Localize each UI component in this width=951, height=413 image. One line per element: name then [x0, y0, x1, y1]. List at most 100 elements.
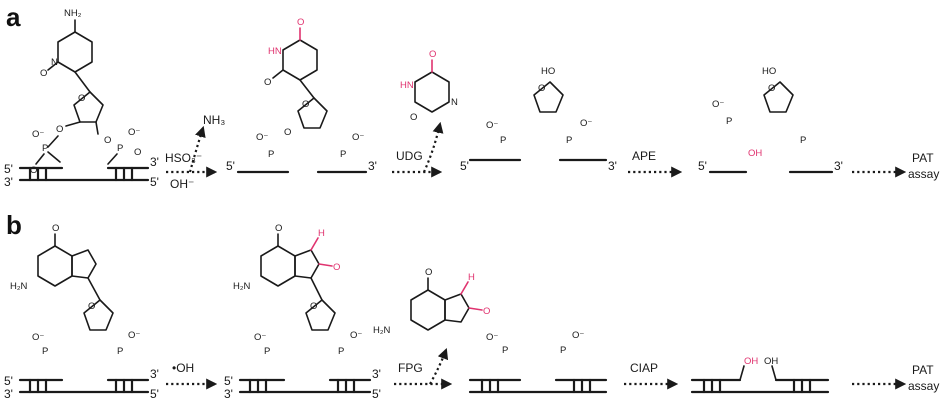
b1-p-1: P — [42, 346, 48, 357]
panel-b-letter: b — [6, 210, 22, 240]
a2-o: O — [264, 77, 271, 88]
a5-sugar-o: O — [768, 83, 775, 94]
b2-o: O — [275, 223, 282, 234]
b1-3prime-bottom: 3' — [4, 387, 13, 401]
b-enzyme-fpg: FPG — [398, 361, 423, 375]
a2-o-red: O — [297, 17, 304, 28]
b-assay-line2: assay — [908, 379, 939, 393]
b2-5prime-top: 5' — [224, 374, 233, 388]
b-guanine-duplex: O H₂N O O⁻ P P O⁻ 5' 3' 3' 5' — [4, 223, 159, 401]
a-leaving-nh3: NH₃ — [203, 113, 225, 127]
b-arrow-radical: •OH — [166, 361, 218, 390]
a-po-minus-1: O⁻ — [32, 129, 44, 140]
b2-3prime-bottom: 3' — [224, 387, 233, 401]
b1-5prime-top: 5' — [4, 374, 13, 388]
b4-po-minus-2: O⁻ — [572, 330, 584, 341]
a-sugar-o: O — [78, 93, 85, 104]
a-enzyme-ape: APE — [632, 149, 656, 163]
b-arrow-assay: PAT assay — [852, 363, 939, 393]
b3-o: O — [425, 267, 432, 278]
b1-5prime-bottom: 5' — [150, 387, 159, 401]
b2-3prime-top: 3' — [372, 367, 381, 381]
b1-po-minus-2: O⁻ — [128, 330, 140, 341]
a2-p-2: P — [340, 149, 346, 160]
b-arrow-ciap: CIAP — [624, 361, 679, 390]
b1-o: O — [52, 223, 59, 234]
a-3prime-top: 3' — [150, 155, 159, 169]
b-assay-line1: PAT — [912, 363, 934, 377]
b2-po-minus-1: O⁻ — [254, 332, 266, 343]
panel-a-letter: a — [6, 2, 21, 32]
b2-5prime-bottom: 5' — [372, 387, 381, 401]
a-arrow-bisulfite: HSO₃⁻ OH⁻ NH₃ — [165, 113, 225, 191]
a-p-1: P — [42, 143, 48, 154]
a2-po-minus-2: O⁻ — [352, 132, 364, 143]
b3-o-red: O — [483, 306, 490, 317]
a-reagent-hydroxide: OH⁻ — [170, 177, 194, 191]
a-po-o-4: O — [134, 147, 141, 158]
a-arrow-assay: PAT assay — [852, 151, 939, 181]
a-po-o-3: O — [104, 135, 111, 146]
a5-p-1: P — [726, 116, 732, 127]
b-reagent-radical: •OH — [172, 361, 194, 375]
b-dephosphorylated-duplex: OH OH — [690, 356, 830, 394]
b2-po-minus-2: O⁻ — [350, 330, 362, 341]
b3-h-red: H — [468, 272, 475, 283]
a-cytosine-duplex: NH₂ N O O O⁻ O P O O P O⁻ O 5' 3' 3' 5' — [4, 8, 159, 189]
a-uracil-strand: O HN O O O⁻ P O P O⁻ 5' 3' — [226, 17, 377, 174]
a5-po-minus-1: O⁻ — [712, 99, 724, 110]
b5-oh-red: OH — [744, 356, 758, 367]
a2-5prime: 5' — [226, 159, 235, 173]
b3-h2n: H₂N — [373, 325, 391, 336]
a-po-minus-2: O⁻ — [128, 127, 140, 138]
a5-5prime: 5' — [698, 159, 707, 173]
b2-p-2: P — [338, 346, 344, 357]
a2-hn-red: HN — [268, 46, 282, 57]
a-p-2: P — [117, 143, 123, 154]
b-arrow-fpg: O H O H₂N FPG — [373, 267, 490, 390]
b1-p-2: P — [117, 346, 123, 357]
a-reagent-bisulfite: HSO₃⁻ — [165, 151, 202, 165]
a-enzyme-udg: UDG — [396, 149, 423, 163]
b-enzyme-ciap: CIAP — [630, 361, 658, 375]
b-oxog-duplex: O H O H₂N O O⁻ P P O⁻ 5' 3' 3' 5' — [224, 223, 381, 401]
a2-sugar-o: O — [302, 99, 309, 110]
a4-p-2: P — [566, 135, 572, 146]
b2-h2n: H₂N — [233, 281, 251, 292]
a4-po-minus-2: O⁻ — [580, 118, 592, 129]
b2-sugar-o: O — [310, 301, 317, 312]
b5-oh: OH — [764, 356, 778, 367]
a3-hn-red: HN — [400, 80, 414, 91]
a-assay-line1: PAT — [912, 151, 934, 165]
b-gapped-duplex: O⁻ P P O⁻ — [468, 330, 608, 394]
a2-po-minus-1: O⁻ — [256, 132, 268, 143]
a4-5prime: 5' — [460, 159, 469, 173]
b2-h-red: H — [318, 228, 325, 239]
b1-sugar-o: O — [88, 301, 95, 312]
a-po-o-2: O — [30, 165, 37, 176]
a-3prime-bottom: 3' — [4, 175, 13, 189]
a2-p-1: P — [268, 149, 274, 160]
a3-n: N — [451, 97, 458, 108]
a-arrow-ape: APE — [628, 149, 683, 178]
a4-po-minus-1: O⁻ — [486, 120, 498, 131]
a-ring-n: N — [51, 57, 58, 68]
a3-o-red: O — [429, 49, 436, 60]
a4-ho: HO — [541, 66, 555, 77]
b4-p-1: P — [502, 345, 508, 356]
b1-h2n: H₂N — [10, 281, 28, 292]
a3-o: O — [410, 112, 417, 123]
a-5prime-bottom: 5' — [150, 175, 159, 189]
a-5prime-top: 5' — [4, 162, 13, 176]
a-po-o-1: O — [56, 124, 63, 135]
b4-po-minus-1: O⁻ — [486, 332, 498, 343]
b4-p-2: P — [560, 345, 566, 356]
b1-3prime-top: 3' — [150, 367, 159, 381]
b1-po-minus-1: O⁻ — [32, 332, 44, 343]
a2-3prime: 3' — [368, 159, 377, 173]
a2-po-o-1: O — [284, 127, 291, 138]
a-nh2-label: NH₂ — [64, 8, 82, 19]
b2-o-red: O — [333, 262, 340, 273]
a-assay-line2: assay — [908, 167, 939, 181]
